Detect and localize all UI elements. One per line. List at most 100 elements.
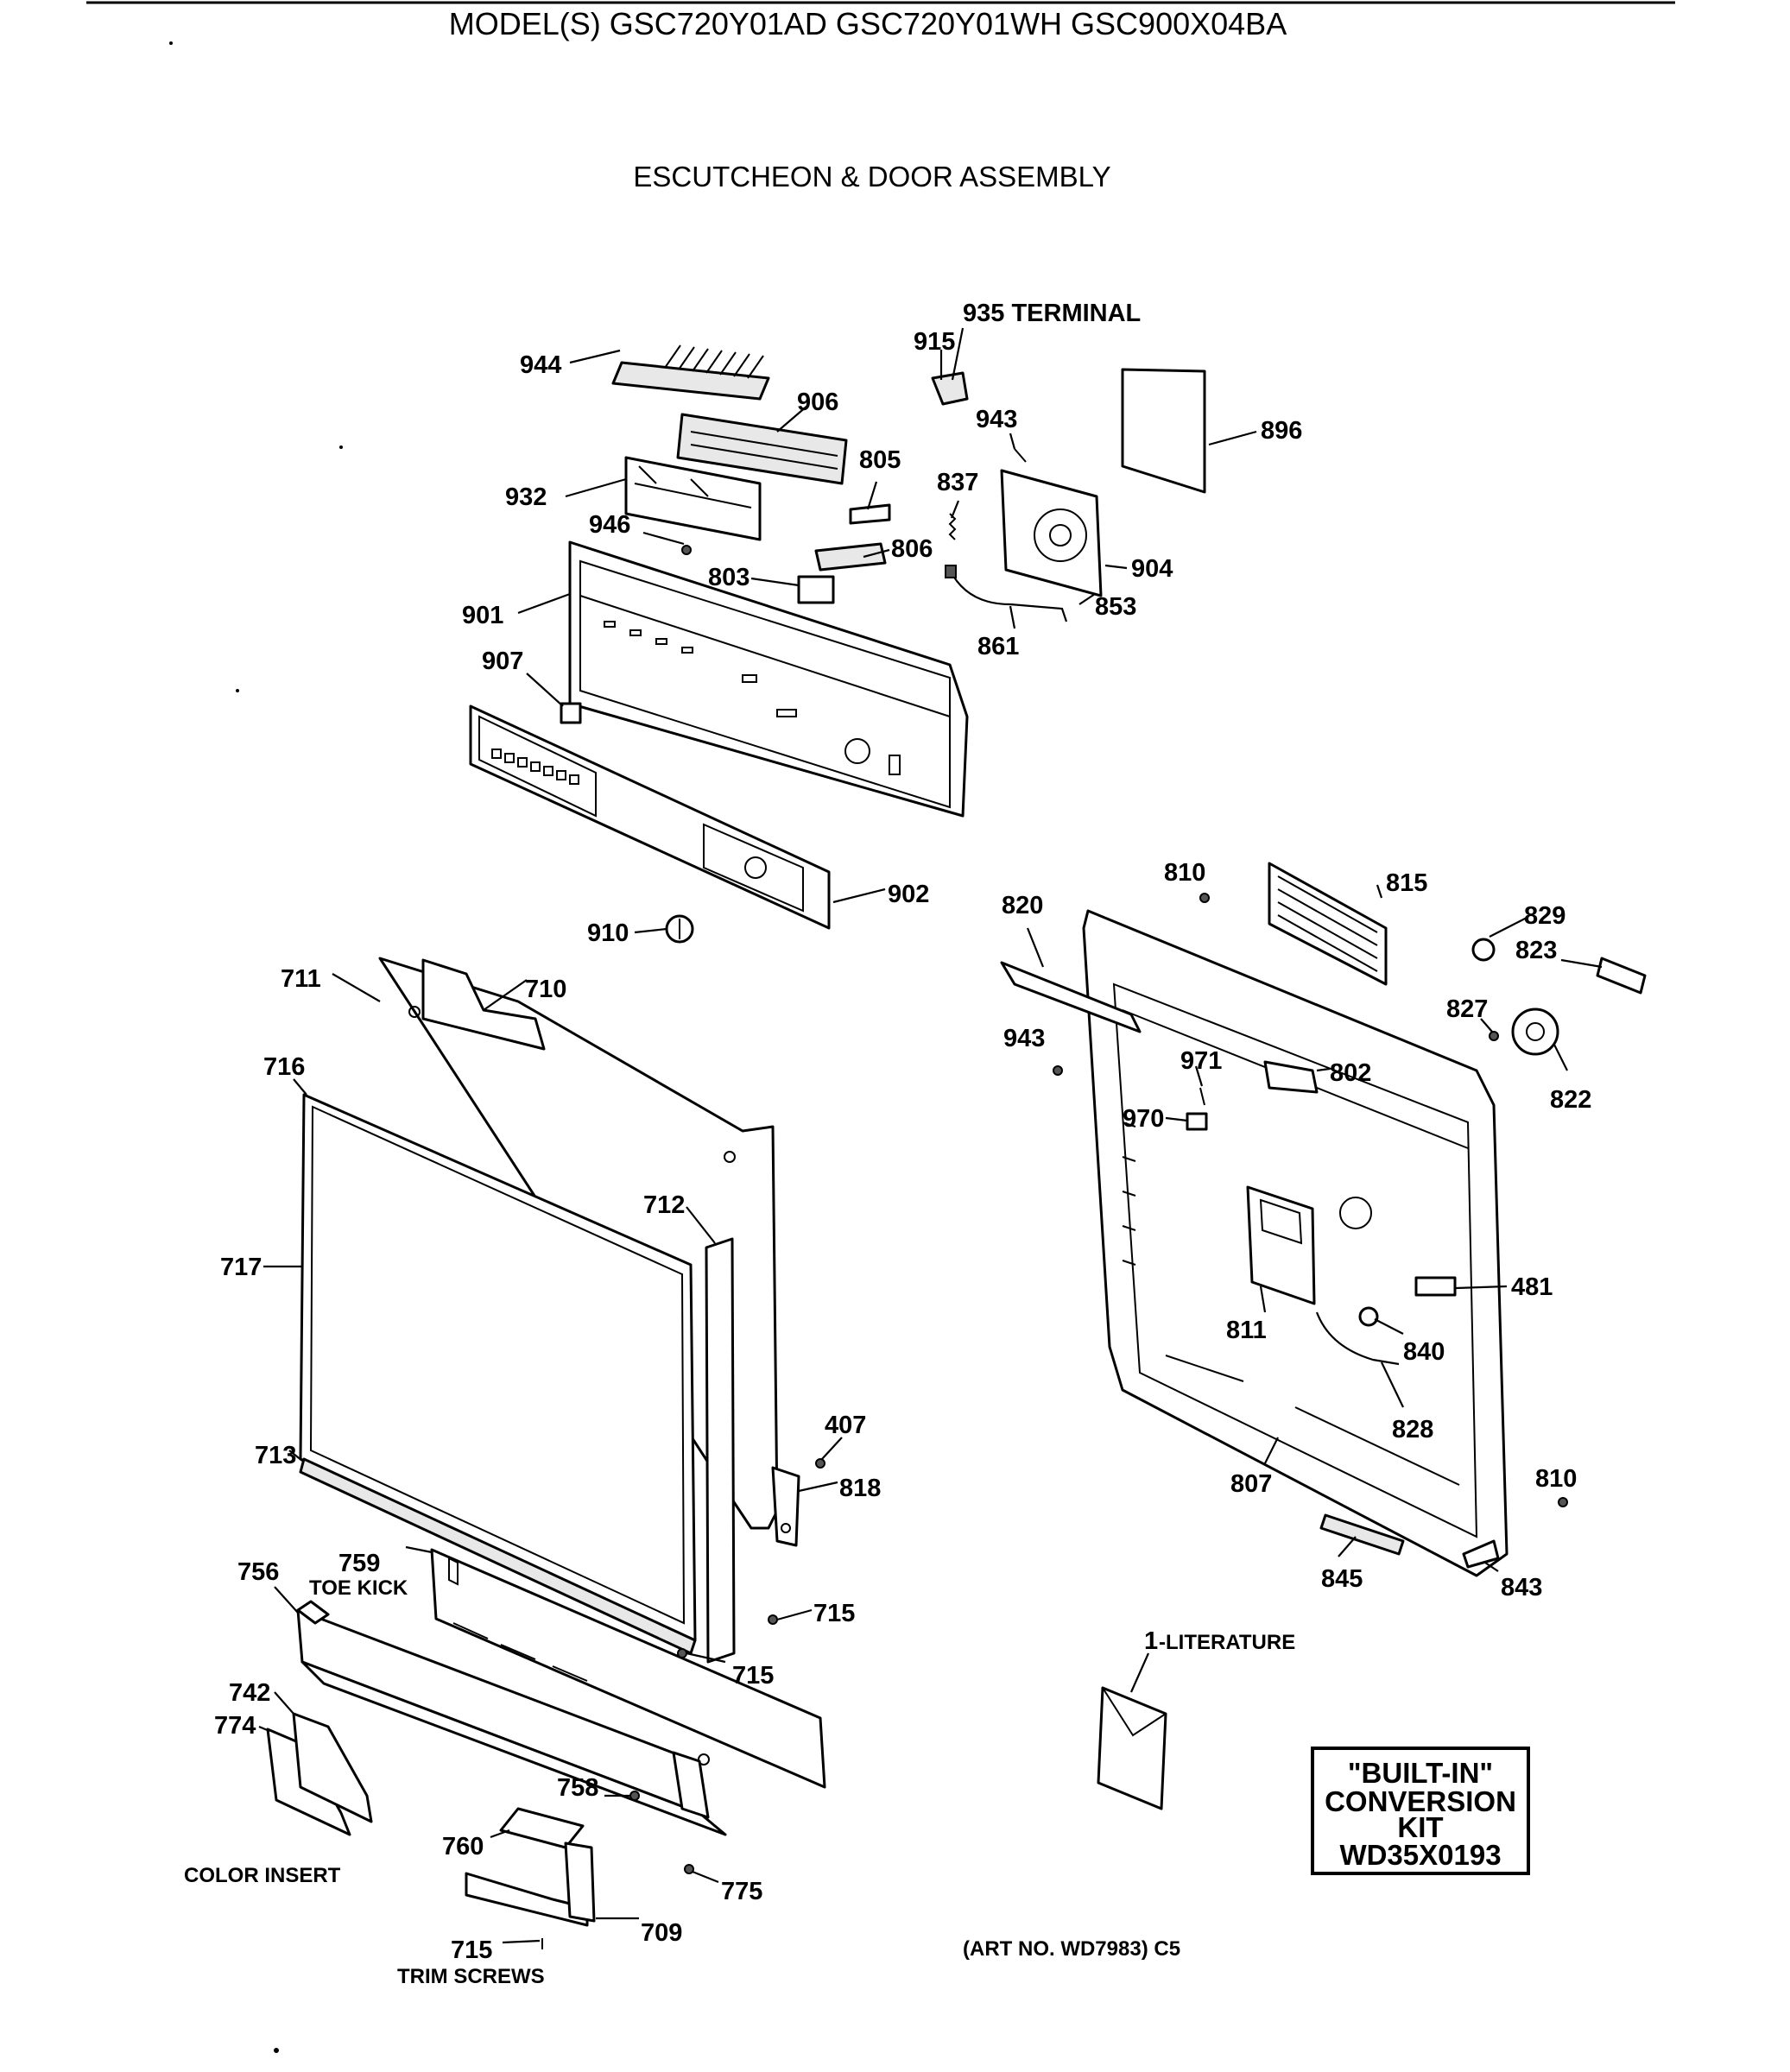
part-944-switch-strip [611,344,770,401]
speck [274,2048,279,2053]
leader-lines [258,327,1603,1944]
part-820-handle [1000,961,1142,1033]
part-907-button [560,702,582,724]
toe-kick-label: TOE KICK [309,1576,408,1600]
part-dispenser-cap [1339,1197,1372,1229]
speck [169,41,173,45]
callout-760: 760 [442,1833,484,1860]
part-756-kick-panel [296,1600,727,1836]
callout-810-bottom: 810 [1535,1465,1577,1493]
callout-822: 822 [1550,1086,1591,1114]
callout-845: 845 [1321,1565,1363,1593]
part-815-vent [1268,862,1388,986]
part-904-timer [1000,469,1103,597]
callout-710: 710 [525,976,566,1003]
callout-818: 818 [839,1475,881,1502]
part-906-button-bar [676,413,848,485]
callout-823: 823 [1515,937,1557,964]
part-742-color-insert [266,1712,373,1836]
part-709-bracket [465,1841,596,1927]
callout-774: 774 [214,1712,256,1740]
part-932-circuit-board [624,456,762,541]
callout-805: 805 [859,446,901,474]
speck [236,689,239,692]
callout-758: 758 [557,1774,598,1802]
callout-932: 932 [505,483,547,511]
part-810-screw-b [1558,1497,1568,1507]
part-901-escutcheon [568,540,969,818]
part-915-terminal [931,371,969,406]
callout-935: 935 TERMINAL [963,300,1141,327]
callout-775: 775 [721,1878,762,1905]
callout-837: 837 [937,469,978,496]
callout-802: 802 [1330,1059,1371,1087]
callout-811: 811 [1226,1317,1267,1344]
callout-807: 807 [1230,1470,1272,1498]
literature-label: -LITERATURE [1159,1631,1295,1654]
part-811-dispenser [1246,1185,1316,1305]
part-845-strip [1319,1513,1405,1556]
part-481-plate [1414,1276,1457,1297]
literature-envelope [1097,1686,1167,1810]
part-971-pin [1199,1087,1205,1106]
part-715-screw-b [677,1648,687,1658]
callout-843: 843 [1501,1574,1542,1601]
part-896-panel [1121,368,1206,494]
callout-896: 896 [1261,417,1302,445]
callout-803: 803 [708,564,750,591]
part-829-bushing [1471,938,1496,962]
part-970-bumper [1186,1112,1208,1131]
callout-853: 853 [1095,593,1136,621]
callout-407: 407 [825,1412,866,1439]
part-910-knob [665,914,694,944]
callout-810-top: 810 [1164,859,1205,887]
part-943-screw-b [1053,1065,1063,1076]
callout-756: 756 [237,1558,279,1586]
callout-861: 861 [977,633,1019,660]
part-715-screw-a [768,1614,778,1625]
part-805-bracket [849,503,891,525]
callout-715-b: 715 [732,1662,774,1690]
part-806-plate [814,542,887,572]
callout-915: 915 [914,328,955,356]
callout-840: 840 [1403,1338,1445,1366]
model-list: MODEL(S) GSC720Y01AD GSC720Y01WH GSC900X… [449,6,1287,41]
callout-901: 901 [462,602,503,629]
callout-946: 946 [589,511,630,539]
part-828-arm [1315,1311,1400,1366]
callout-906: 906 [797,388,838,416]
callout-944: 944 [520,351,561,379]
part-946-screw [681,545,692,555]
art-number: (ART NO. WD7983) C5 [963,1937,1180,1961]
callout-716: 716 [263,1053,305,1081]
callout-1: 1 [1144,1627,1158,1655]
callout-806: 806 [891,535,933,563]
callout-713: 713 [255,1442,296,1469]
part-760-bracket [499,1807,585,1849]
part-407-screw [815,1458,825,1469]
callout-943-right: 943 [1003,1025,1045,1052]
part-837-spring [948,513,957,540]
part-943-screw-top [1014,448,1027,463]
callout-828: 828 [1392,1416,1433,1443]
kit-line-2: CONVERSION [1325,1785,1516,1817]
part-827-screw [1489,1031,1499,1041]
part-823-lever [1596,957,1647,995]
kit-line-1: "BUILT-IN" [1348,1757,1493,1789]
callout-910: 910 [587,919,629,947]
part-861-wire-harness [945,565,1068,622]
callout-715-c: 715 [451,1936,492,1964]
assembly-title: ESCUTCHEON & DOOR ASSEMBLY [633,161,1110,193]
trim-screws-label: TRIM SCREWS [397,1965,545,1988]
part-843-hinge-strip [1462,1539,1500,1569]
speck [339,445,343,449]
part-712-side-trim [705,1237,736,1664]
part-759-toe-kick [430,1548,826,1789]
part-802-latch [1263,1060,1319,1094]
kit-line-3: KIT [1397,1811,1443,1843]
callout-815: 815 [1386,869,1427,897]
part-803-switch [797,575,835,604]
part-758-screw [629,1791,640,1801]
callout-742: 742 [229,1679,270,1707]
